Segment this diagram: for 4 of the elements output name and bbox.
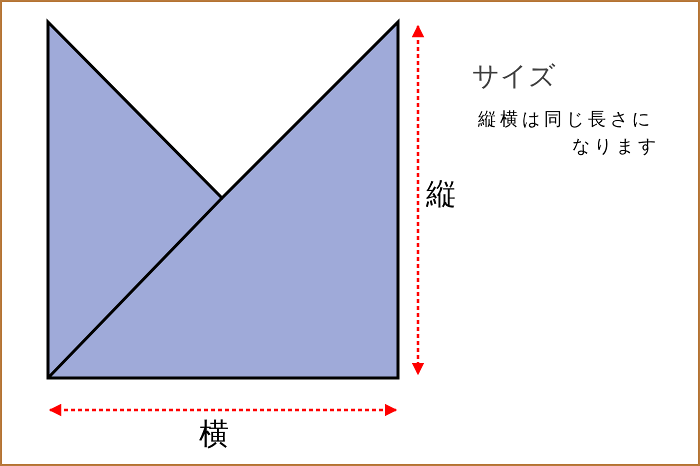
- note-text: 縦横は同じ長さになります: [478, 108, 660, 159]
- dimension-label: 縦: [426, 176, 456, 214]
- size-heading: サイズ: [472, 60, 556, 94]
- dimension-label: 横: [199, 416, 229, 454]
